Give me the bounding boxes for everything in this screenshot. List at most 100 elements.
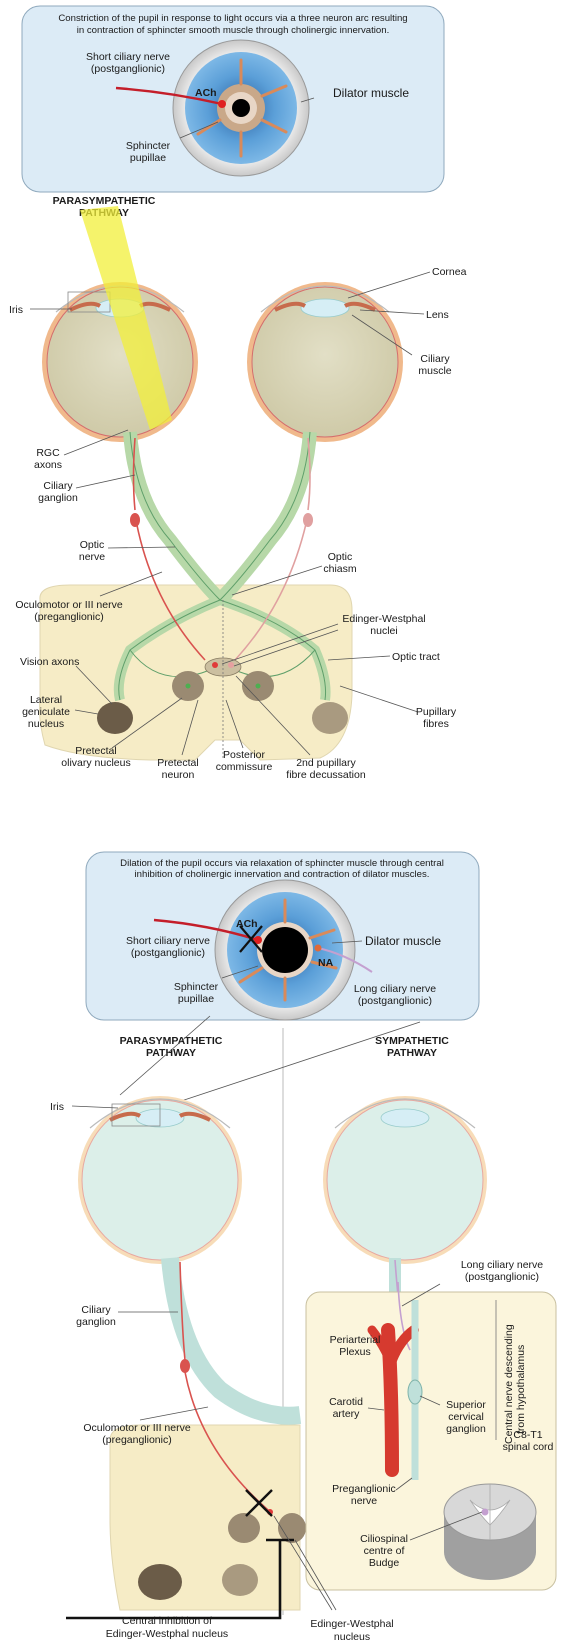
panel1-caption-line1: Constriction of the pupil in response to… bbox=[58, 13, 407, 24]
panel2-short-ciliary-sub: (postganglionic) bbox=[131, 947, 205, 959]
panel2-superior-cervical-ganglion bbox=[407, 1379, 423, 1405]
panel1-ew-nuclei-sub: nuclei bbox=[370, 625, 397, 637]
panel2-long-ciliary-sub: (postganglionic) bbox=[358, 995, 432, 1007]
panel1-ciliary-ganglion-label: Ciliary bbox=[43, 480, 73, 492]
panel2-para-title-1: PARASYMPATHETIC bbox=[120, 1035, 223, 1047]
panel2-preganglionic-label: Preganglionic bbox=[332, 1483, 396, 1495]
panel2-long-ciliary-label: Long ciliary nerve bbox=[354, 983, 436, 995]
panel2-carotid-label: Carotid bbox=[329, 1396, 363, 1408]
panel2-caption-line1: Dilation of the pupil occurs via relaxat… bbox=[120, 858, 444, 869]
panel2-na-label: NA bbox=[318, 957, 334, 969]
panel2-periarterial-sub: Plexus bbox=[339, 1346, 371, 1358]
panel1-eye-front-view bbox=[115, 39, 310, 177]
panel1-ach-synapse bbox=[218, 100, 226, 108]
panel1-ach-label: ACh bbox=[195, 87, 217, 99]
panel2-sphincter-sub: pupillae bbox=[178, 993, 214, 1005]
panel1-cornea-label: Cornea bbox=[432, 266, 467, 278]
panel2-left-eye bbox=[78, 1096, 242, 1264]
panel1-ciliary-muscle-sub: muscle bbox=[418, 365, 451, 377]
panel2-central-nerve-label: Central nerve descending bbox=[503, 1324, 515, 1444]
panel1-lgn-sub2: nucleus bbox=[28, 718, 64, 730]
panel1-oculomotor-sub: (preganglionic) bbox=[34, 611, 103, 623]
panel2-sympathetic-box bbox=[305, 1281, 557, 1591]
panel1-dilator-label: Dilator muscle bbox=[333, 86, 409, 100]
panel1-sphincter-sub: pupillae bbox=[130, 152, 166, 164]
panel2-ew-nucleus-label: Edinger-Westphal bbox=[310, 1618, 393, 1630]
panel2-central-inhibition-label: Central inhibition of bbox=[122, 1615, 212, 1627]
panel1-right-eye bbox=[247, 282, 403, 442]
panel1-light-beam bbox=[80, 206, 172, 430]
panel1-lens-label: Lens bbox=[426, 309, 449, 321]
panel2-inset-block-cross bbox=[239, 925, 263, 953]
panel2-short-ciliary-label: Short ciliary nerve bbox=[126, 935, 210, 947]
panel1-right-ciliary-ganglion bbox=[303, 513, 313, 527]
panel2-superior-cervical-sub1: cervical bbox=[448, 1411, 484, 1423]
panel1-decussation-label: 2nd pupillary bbox=[296, 757, 356, 769]
panel1-pretectal-olivary-label: Pretectal bbox=[75, 745, 116, 757]
panel1-decussation-sub: fibre decussation bbox=[286, 769, 366, 781]
panel1-pretectal-olivary-sub: olivary nucleus bbox=[61, 757, 130, 769]
panel2-right-eye bbox=[323, 1096, 487, 1264]
panel2-sphincter-label: Sphincter bbox=[174, 981, 219, 993]
panel1-rgc-label: RGC bbox=[36, 447, 60, 459]
panel1-ew-nuclei-label: Edinger-Westphal bbox=[342, 613, 425, 625]
panel2-ciliospinal-sub2: Budge bbox=[369, 1557, 400, 1569]
panel1-sphincter-label: Sphincter bbox=[126, 140, 171, 152]
panel1-iris-label: Iris bbox=[9, 304, 23, 316]
panel1-optic-pathway bbox=[113, 431, 331, 702]
panel2-superior-cervical-sub2: ganglion bbox=[446, 1423, 486, 1435]
panel2-inhibition-bar bbox=[66, 1540, 282, 1620]
panel2-ciliospinal-sub1: centre of bbox=[364, 1545, 405, 1557]
panel1-short-ciliary-label: Short ciliary nerve bbox=[86, 51, 170, 63]
panel2-caption-line2: inhibition of cholinergic innervation an… bbox=[135, 869, 430, 880]
panel1-inset: Constriction of the pupil in response to… bbox=[21, 5, 445, 193]
panel2-carotid-sub: artery bbox=[333, 1408, 361, 1420]
panel2-ciliary-ganglion bbox=[180, 1359, 190, 1373]
panel1-pupillary-fibres-label: Pupillary bbox=[416, 706, 457, 718]
panel1-left-ciliary-ganglion bbox=[130, 513, 140, 527]
panel1-nuclei bbox=[97, 600, 348, 760]
panel2-carotid-artery bbox=[381, 1323, 399, 1477]
panel2-para-title-2: PATHWAY bbox=[146, 1047, 196, 1059]
panel2-labels: Iris Ciliary ganglion Oculomotor or III … bbox=[50, 1101, 554, 1643]
panel2-long-ciliary-sub: (postganglionic) bbox=[465, 1271, 539, 1283]
panel1-labels: Iris Cornea Lens Ciliary muscle RGC axon… bbox=[9, 266, 467, 781]
panel2-oculomotor-label: Oculomotor or III nerve bbox=[83, 1422, 191, 1434]
panel1-ciliary-ganglion-sub: ganglion bbox=[38, 492, 78, 504]
panel1-optic-nerve-sub: nerve bbox=[79, 551, 105, 563]
panel2-spinal-cord bbox=[443, 1483, 537, 1580]
panel1-pupillary-fibres-sub: fibres bbox=[423, 718, 449, 730]
panel2-long-ciliary-label: Long ciliary nerve bbox=[461, 1259, 543, 1271]
panel2-brainstem bbox=[109, 1424, 301, 1611]
panel1-optic-tract-label: Optic tract bbox=[392, 651, 440, 663]
panel1-lgn-sub1: geniculate bbox=[22, 706, 70, 718]
panel1-pretectal-neuron-label: Pretectal bbox=[157, 757, 198, 769]
panel2-superior-cervical-label: Superior bbox=[446, 1399, 486, 1411]
panel1-optic-chiasm-sub: chiasm bbox=[323, 563, 357, 575]
panel2-iris-label: Iris bbox=[50, 1101, 64, 1113]
panel2-ciliospinal-label: Ciliospinal bbox=[360, 1533, 408, 1545]
panel2-oculomotor-sub: (preganglionic) bbox=[102, 1434, 171, 1446]
panel2-eye-front-view bbox=[153, 879, 373, 1021]
panel1-oculomotor-label: Oculomotor or III nerve bbox=[15, 599, 123, 611]
panel2-symp-title-2: PATHWAY bbox=[387, 1047, 437, 1059]
panel1-left-eye bbox=[42, 206, 198, 442]
panel1-optic-chiasm-label: Optic bbox=[328, 551, 353, 563]
panel2-inset: Dilation of the pupil occurs via relaxat… bbox=[85, 851, 480, 1021]
panel1-pretectal-neuron-sub: neuron bbox=[162, 769, 195, 781]
panel2-block-cross bbox=[245, 1489, 273, 1517]
panel1-caption-line2: in contraction of sphincter smooth muscl… bbox=[77, 25, 390, 36]
panel1-optic-nerve-label: Optic bbox=[80, 539, 105, 551]
panel2-preganglionic-sub: nerve bbox=[351, 1495, 377, 1507]
panel2-ach-label: ACh bbox=[236, 918, 258, 930]
panel2-dilator-label: Dilator muscle bbox=[365, 934, 441, 948]
panel1-rgc-sub: axons bbox=[34, 459, 62, 471]
panel2-ew-nucleus-sub: nucleus bbox=[334, 1631, 370, 1643]
panel2-nuclei bbox=[138, 1509, 306, 1600]
panel2-periarterial-label: Periarterial bbox=[330, 1334, 381, 1346]
panel1-short-ciliary-sub: (postganglionic) bbox=[91, 63, 165, 75]
panel1-left-lgn bbox=[97, 702, 133, 734]
panel1-lgn-label: Lateral bbox=[30, 694, 62, 706]
panel1-posterior-commissure-sub: commissure bbox=[216, 761, 273, 773]
